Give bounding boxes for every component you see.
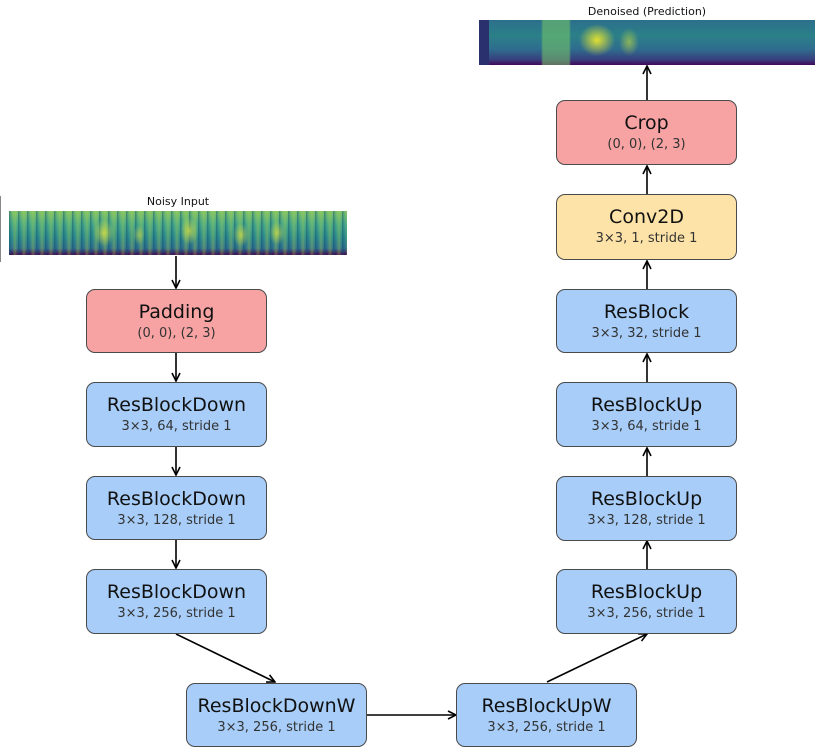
block-name: ResBlockDown <box>106 488 247 510</box>
block-params: 3×3, 256, stride 1 <box>487 720 606 735</box>
block-name: ResBlockDownW <box>197 695 356 717</box>
block-name: ResBlock <box>603 301 690 323</box>
block-name: ResBlockUp <box>590 581 703 603</box>
block-name: ResBlockUp <box>590 488 703 510</box>
block-name: Padding <box>138 301 215 323</box>
block-params: 3×3, 128, stride 1 <box>117 513 236 528</box>
block-params: (0, 0), (2, 3) <box>607 137 686 152</box>
block-params: 3×3, 1, stride 1 <box>595 231 698 246</box>
denoised-prediction-spectrogram <box>479 20 815 65</box>
crop-block: Crop (0, 0), (2, 3) <box>556 100 737 165</box>
block-params: 3×3, 256, stride 1 <box>117 606 236 621</box>
resblockdown-128-block: ResBlockDown 3×3, 128, stride 1 <box>86 476 267 540</box>
block-params: 3×3, 64, stride 1 <box>591 419 702 434</box>
block-name: Crop <box>624 112 669 134</box>
resblockdownw-block: ResBlockDownW 3×3, 256, stride 1 <box>186 683 367 747</box>
block-params: (0, 0), (2, 3) <box>137 326 216 341</box>
block-params: 3×3, 64, stride 1 <box>121 419 232 434</box>
resblockupw-block: ResBlockUpW 3×3, 256, stride 1 <box>456 683 637 747</box>
block-name: ResBlockUpW <box>481 695 612 717</box>
resblockup-256-block: ResBlockUp 3×3, 256, stride 1 <box>556 569 737 634</box>
block-params: 3×3, 256, stride 1 <box>217 720 336 735</box>
arrow-upw-to-up1 <box>546 634 647 683</box>
block-params: 3×3, 128, stride 1 <box>587 513 706 528</box>
resblock-32-block: ResBlock 3×3, 32, stride 1 <box>556 289 737 353</box>
block-params: 3×3, 32, stride 1 <box>591 326 702 341</box>
block-name: ResBlockDown <box>106 394 247 416</box>
denoised-prediction-caption: Denoised (Prediction) <box>587 5 707 18</box>
block-name: ResBlockDown <box>106 581 247 603</box>
block-params: 3×3, 256, stride 1 <box>587 606 706 621</box>
block-name: Conv2D <box>609 206 684 228</box>
resblockdown-256-block: ResBlockDown 3×3, 256, stride 1 <box>86 569 267 634</box>
left-edge-mark <box>0 196 1 262</box>
noisy-input-caption: Noisy Input <box>146 195 210 208</box>
resblockdown-64-block: ResBlockDown 3×3, 64, stride 1 <box>86 382 267 447</box>
block-name: ResBlockUp <box>590 394 703 416</box>
noisy-input-spectrogram <box>9 211 347 255</box>
padding-block: Padding (0, 0), (2, 3) <box>86 289 267 353</box>
resblockup-64-block: ResBlockUp 3×3, 64, stride 1 <box>556 382 737 447</box>
resblockup-128-block: ResBlockUp 3×3, 128, stride 1 <box>556 476 737 541</box>
conv2d-block: Conv2D 3×3, 1, stride 1 <box>556 194 737 260</box>
arrow-down3-to-downw <box>175 633 275 682</box>
